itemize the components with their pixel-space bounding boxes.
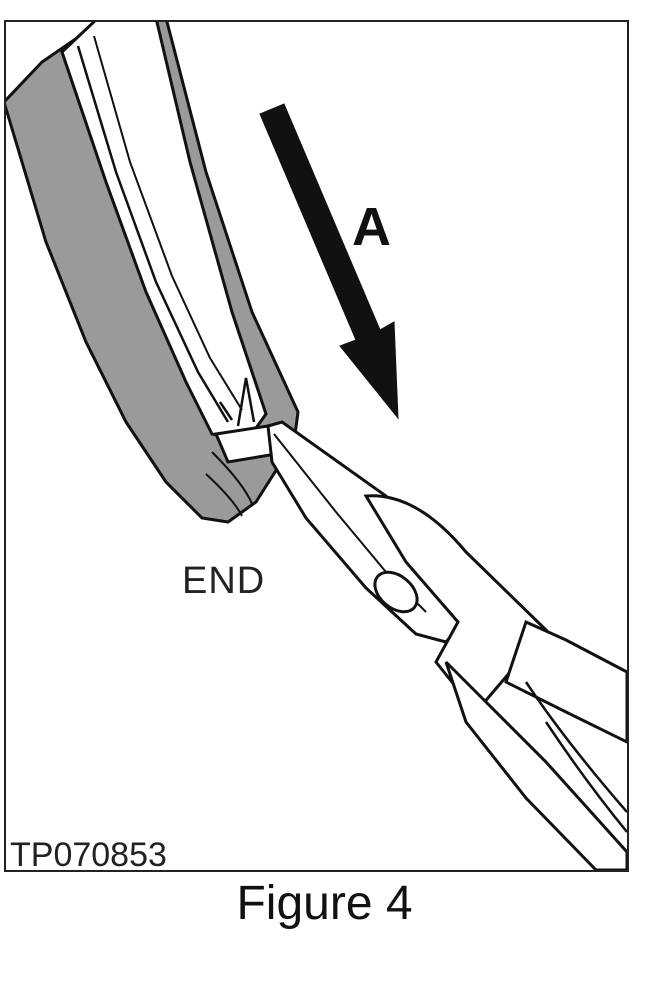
illustration [6, 22, 627, 870]
clip-tab [218, 377, 256, 427]
pliers-handle-lower [444, 660, 627, 870]
trim-inner-line [76, 45, 230, 423]
figure-frame: A END TP070853 [4, 20, 629, 872]
arrow-label: A [352, 197, 391, 257]
arrow-down-right-icon [259, 103, 399, 420]
trim-end-curve [205, 451, 253, 517]
pliers-pivot [373, 570, 419, 614]
retaining-clip [213, 424, 278, 464]
pliers-handle-upper [504, 619, 627, 744]
figure-caption: Figure 4 [236, 877, 413, 930]
pliers-body [363, 494, 549, 715]
end-label: END [182, 560, 266, 602]
figure-id: TP070853 [10, 836, 167, 872]
pliers-handle-curve [524, 681, 627, 833]
trim-inner-line-2 [93, 35, 243, 411]
